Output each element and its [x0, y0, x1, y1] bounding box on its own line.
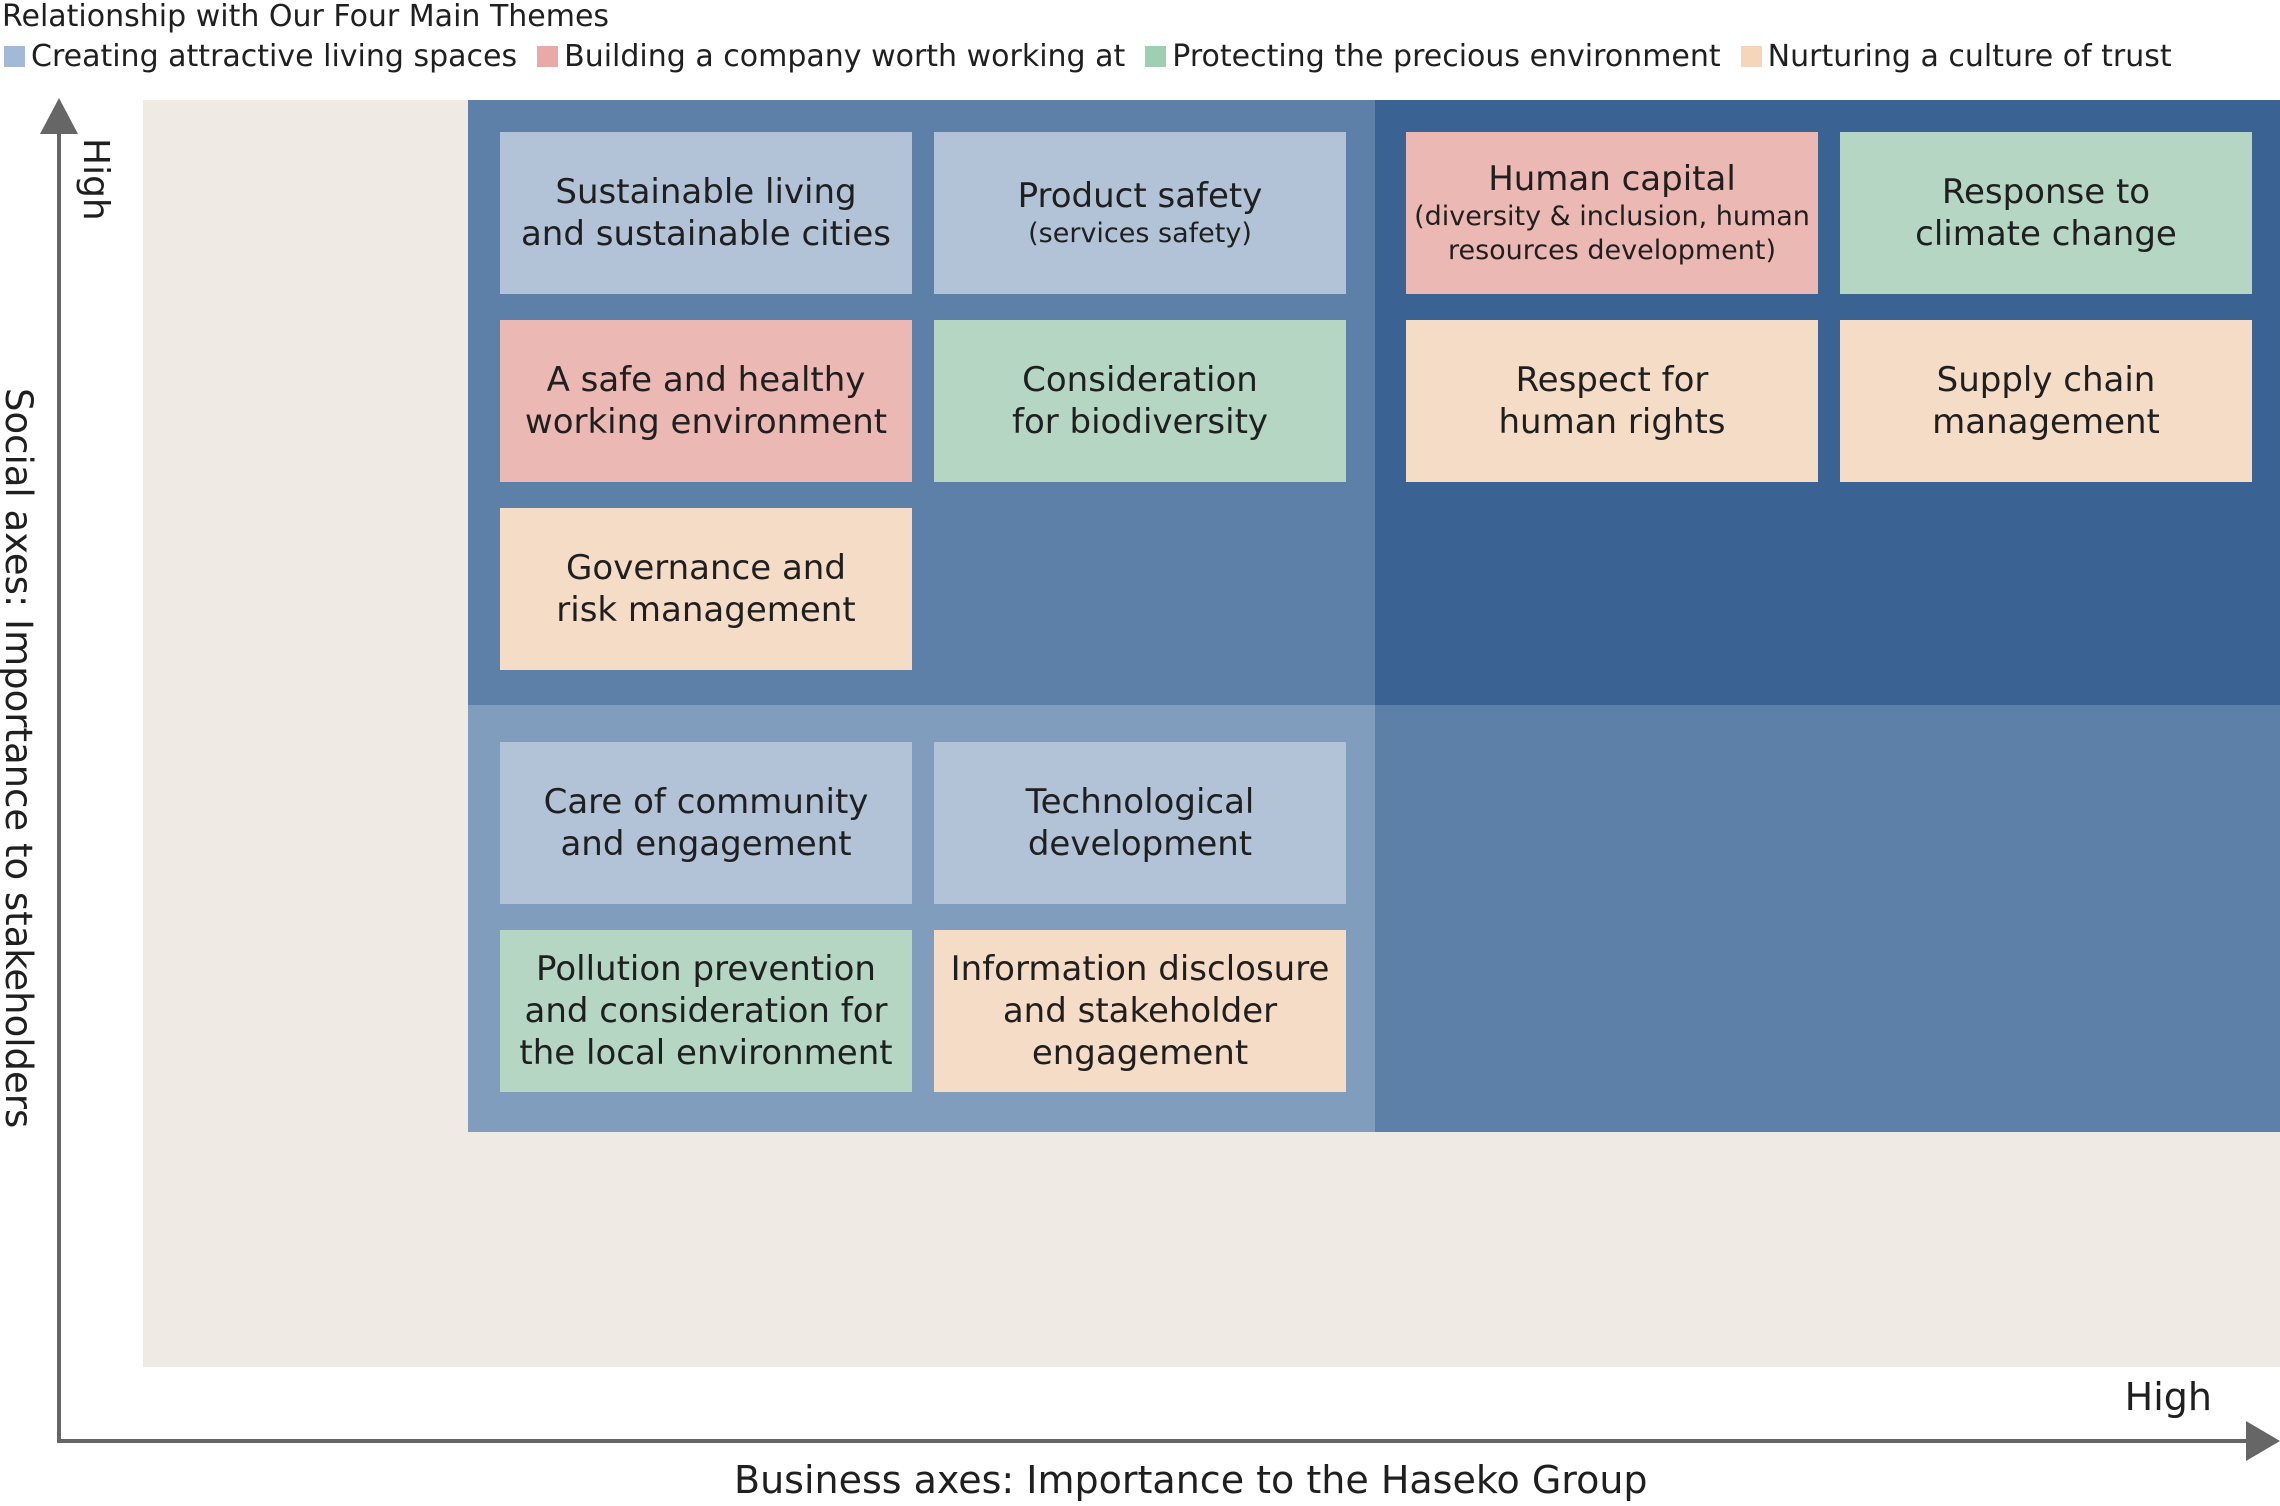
card-technological-development: Technological development: [934, 742, 1346, 904]
card-title: Information disclosure and stakeholder e…: [950, 949, 1330, 1073]
card-biodiversity: Consideration for biodiversity: [934, 320, 1346, 482]
x-axis-arrow-icon: [2246, 1421, 2280, 1461]
card-sustainable-living: Sustainable living and sustainable citie…: [500, 132, 912, 294]
card-title: A safe and healthy working environment: [524, 360, 888, 442]
legend-item-trust: Nurturing a culture of trust: [1740, 38, 2172, 74]
legend-label-living: Creating attractive living spaces: [31, 38, 518, 74]
card-title: Governance and risk management: [556, 548, 856, 630]
legend-title: Relationship with Our Four Main Themes: [2, 0, 610, 34]
card-climate-change: Response to climate change: [1840, 132, 2252, 294]
card-community: Care of community and engagement: [500, 742, 912, 904]
card-title: Pollution prevention and consideration f…: [519, 949, 893, 1073]
card-governance: Governance and risk management: [500, 508, 912, 670]
legend-swatch-living: [4, 45, 25, 67]
y-axis-arrow-icon: [40, 98, 78, 134]
y-axis-high-label: High: [75, 138, 116, 221]
card-title: Supply chain management: [1932, 360, 2160, 442]
legend-swatch-environment: [1145, 45, 1167, 67]
card-title: Response to climate change: [1915, 172, 2177, 254]
card-product-safety: Product safety (services safety): [934, 132, 1346, 294]
card-supply-chain: Supply chain management: [1840, 320, 2252, 482]
legend-label-trust: Nurturing a culture of trust: [1767, 38, 2172, 74]
legend-item-environment: Protecting the precious environment: [1145, 38, 1721, 74]
card-title: Respect for human rights: [1498, 360, 1726, 442]
legend: Creating attractive living spaces Buildi…: [4, 38, 2192, 74]
legend-label-company: Building a company worth working at: [564, 38, 1126, 74]
card-title: Care of community and engagement: [543, 782, 869, 864]
card-title: Technological development: [1025, 782, 1255, 864]
legend-item-living: Creating attractive living spaces: [4, 39, 517, 74]
card-title: Product safety: [1017, 176, 1263, 216]
card-title: Consideration for biodiversity: [1011, 360, 1269, 442]
card-subtitle: (diversity & inclusion, human resources …: [1414, 201, 1810, 266]
card-human-capital: Human capital (diversity & inclusion, hu…: [1406, 132, 1818, 294]
card-title: Sustainable living and sustainable citie…: [520, 172, 892, 254]
card-title: Human capital: [1488, 159, 1736, 199]
legend-label-environment: Protecting the precious environment: [1172, 38, 1721, 74]
zone-bottom-right: [1375, 705, 2280, 1132]
legend-swatch-trust: [1740, 45, 1762, 67]
x-axis-high-label: High: [2124, 1375, 2212, 1419]
card-information-disclosure: Information disclosure and stakeholder e…: [934, 930, 1346, 1092]
card-pollution-prevention: Pollution prevention and consideration f…: [500, 930, 912, 1092]
legend-swatch-company: [537, 45, 559, 67]
legend-item-company: Building a company worth working at: [537, 39, 1125, 74]
card-subtitle: (services safety): [1028, 218, 1252, 249]
y-axis-title: Social axes: Importance to stakeholders: [0, 388, 40, 1129]
x-axis-title: Business axes: Importance to the Haseko …: [734, 1458, 1648, 1502]
card-safe-working-environment: A safe and healthy working environment: [500, 320, 912, 482]
card-human-rights: Respect for human rights: [1406, 320, 1818, 482]
